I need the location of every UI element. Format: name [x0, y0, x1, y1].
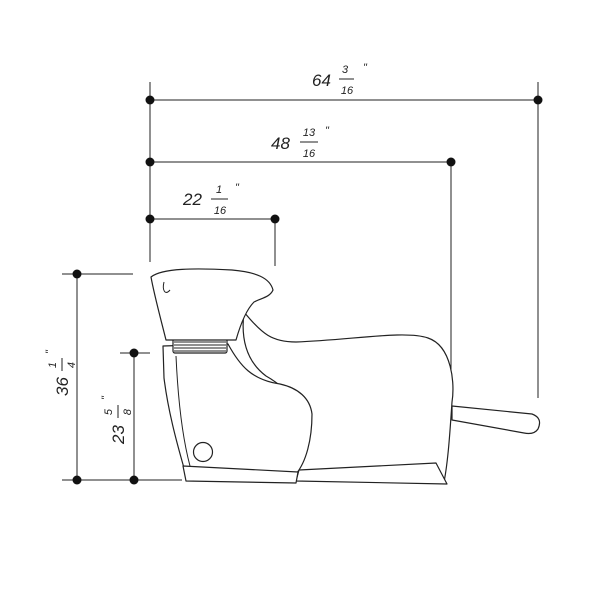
- dimension-dot: [446, 157, 456, 167]
- dimension-dot: [533, 95, 543, 105]
- dimension-denominator: 16: [303, 148, 316, 160]
- leg-rest-bar: [451, 405, 541, 435]
- dimension-denominator: 16: [214, 205, 227, 217]
- dimension-length-seat: 48 13 16 ": [145, 125, 456, 382]
- dimension-whole: 64: [312, 71, 331, 90]
- cabinet-base: [182, 465, 299, 484]
- dimension-dot: [72, 269, 82, 279]
- dimension-dot: [129, 348, 139, 358]
- dimension-dot: [145, 214, 155, 224]
- dimension-denominator: 4: [66, 362, 78, 368]
- dimension-numerator: 13: [303, 127, 316, 139]
- dimension-denominator: 16: [341, 85, 354, 97]
- dimension-numerator: 1: [216, 184, 222, 196]
- base-knob: [192, 441, 214, 463]
- dimension-numerator: 5: [103, 408, 115, 415]
- bowl-cabinet: [162, 343, 313, 475]
- dimension-dot: [129, 475, 139, 485]
- dimension-whole: 48: [271, 134, 290, 153]
- dimension-dot: [270, 214, 280, 224]
- dimension-length-total: 64 3 16 ": [145, 62, 543, 398]
- dimension-unit: ": [235, 182, 240, 194]
- dimension-dot: [145, 157, 155, 167]
- bowl-rim-line: [162, 281, 171, 293]
- dimension-height-bowl: 23 5 8 ": [100, 348, 150, 485]
- dimension-whole: 23: [109, 425, 128, 445]
- dimension-whole: 36: [53, 377, 72, 396]
- shampoo-unit: [150, 268, 541, 485]
- cabinet-inner-line: [175, 355, 191, 467]
- dimension-numerator: 3: [342, 64, 349, 76]
- dimension-numerator: 1: [47, 362, 59, 368]
- dimension-unit: ": [100, 395, 112, 400]
- wash-bowl: [150, 268, 274, 341]
- dimension-dot: [145, 95, 155, 105]
- dimension-whole: 22: [182, 190, 202, 209]
- dimension-bowl-depth: 22 1 16 ": [145, 182, 280, 266]
- dimension-unit: ": [363, 62, 368, 74]
- seat-body: [242, 311, 454, 483]
- dimension-unit: ": [44, 349, 56, 354]
- dimension-unit: ": [325, 125, 330, 137]
- dimension-dot: [72, 475, 82, 485]
- dimension-denominator: 8: [122, 408, 134, 415]
- dimension-height-total: 36 1 4 ": [44, 269, 182, 485]
